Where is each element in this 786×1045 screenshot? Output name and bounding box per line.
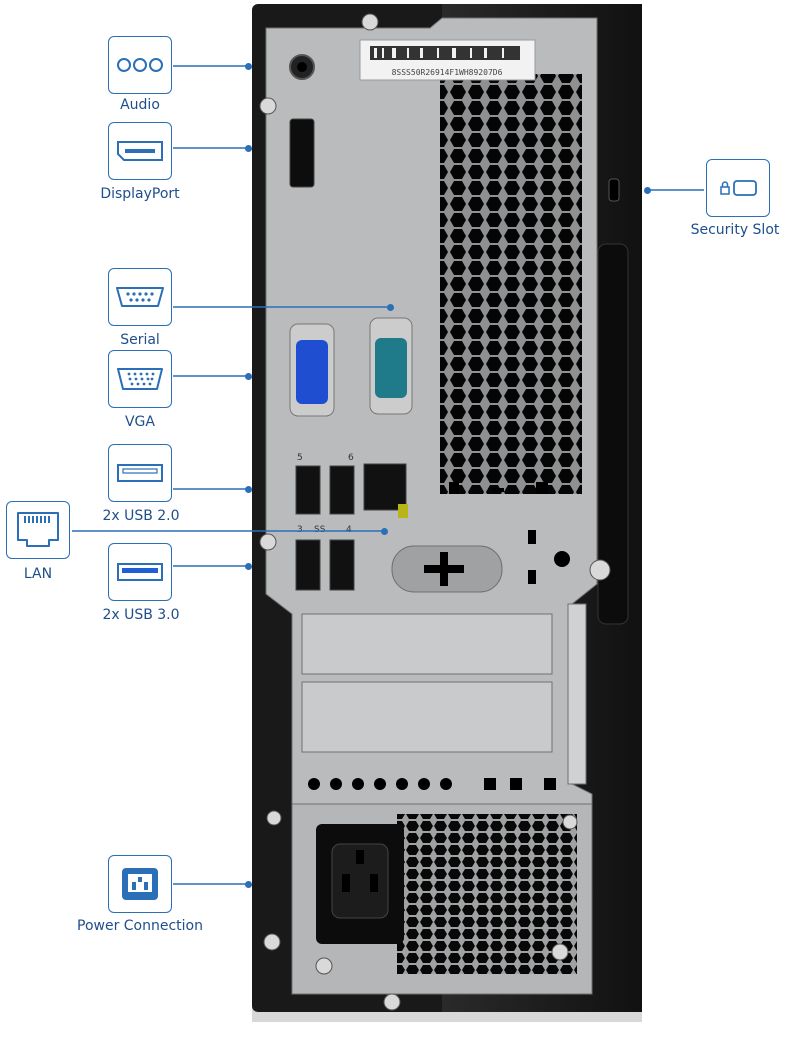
serial-connector — [375, 338, 407, 398]
vga-label: VGA — [124, 414, 155, 430]
vga-connector — [296, 340, 328, 404]
security-label: Security Slot — [690, 222, 780, 238]
displayport-label: DisplayPort — [100, 186, 180, 202]
vga-callout-box — [108, 350, 172, 408]
lan-port — [363, 463, 407, 511]
usb2-label: 2x USB 2.0 — [102, 508, 180, 524]
serial-callout-box — [108, 268, 172, 326]
audio-label: Audio — [120, 97, 160, 113]
usb2-callout-box — [108, 444, 172, 502]
usb3-port-right — [329, 539, 355, 591]
usb-marking-5: 5 — [297, 453, 303, 463]
usb2-port-right — [329, 465, 355, 515]
usb-2-icon — [117, 464, 163, 482]
usb3-port-left — [295, 539, 321, 591]
serial-label: Serial — [120, 332, 160, 348]
power-socket-icon — [122, 868, 158, 900]
audio-jacks-icon — [117, 58, 163, 72]
usb3-label: 2x USB 3.0 — [102, 607, 180, 623]
usb-3-icon — [117, 563, 163, 581]
top-vent — [440, 74, 582, 494]
audio-callout-box — [108, 36, 172, 94]
displayport-connector — [289, 118, 315, 188]
vga-port-icon — [117, 368, 163, 390]
power-callout-box — [108, 855, 172, 913]
lan-callout-box — [6, 501, 70, 559]
serial-number-text: 8SSS50R26914F1WH89207D6 — [392, 68, 503, 77]
security-callout-box — [706, 159, 770, 217]
pc-tower-back: 8SSS50R26914F1WH89207D6 5 6 3 SS 4 — [252, 4, 642, 1022]
power-label: Power Connection — [77, 918, 203, 934]
usb-marking-ss: SS — [314, 525, 326, 535]
psu-vent — [397, 814, 577, 974]
usb2-port-left — [295, 465, 321, 515]
displayport-icon — [117, 141, 163, 161]
security-slot — [608, 178, 620, 202]
usb-marking-6: 6 — [348, 453, 354, 463]
lock-slot-icon — [720, 180, 757, 196]
serial-port-icon — [116, 287, 164, 307]
lan-label: LAN — [23, 566, 53, 582]
usb-marking-4: 4 — [346, 525, 352, 535]
usb-marking-3: 3 — [297, 525, 303, 535]
usb3-callout-box — [108, 543, 172, 601]
displayport-callout-box — [108, 122, 172, 180]
ethernet-port-icon — [17, 512, 59, 547]
